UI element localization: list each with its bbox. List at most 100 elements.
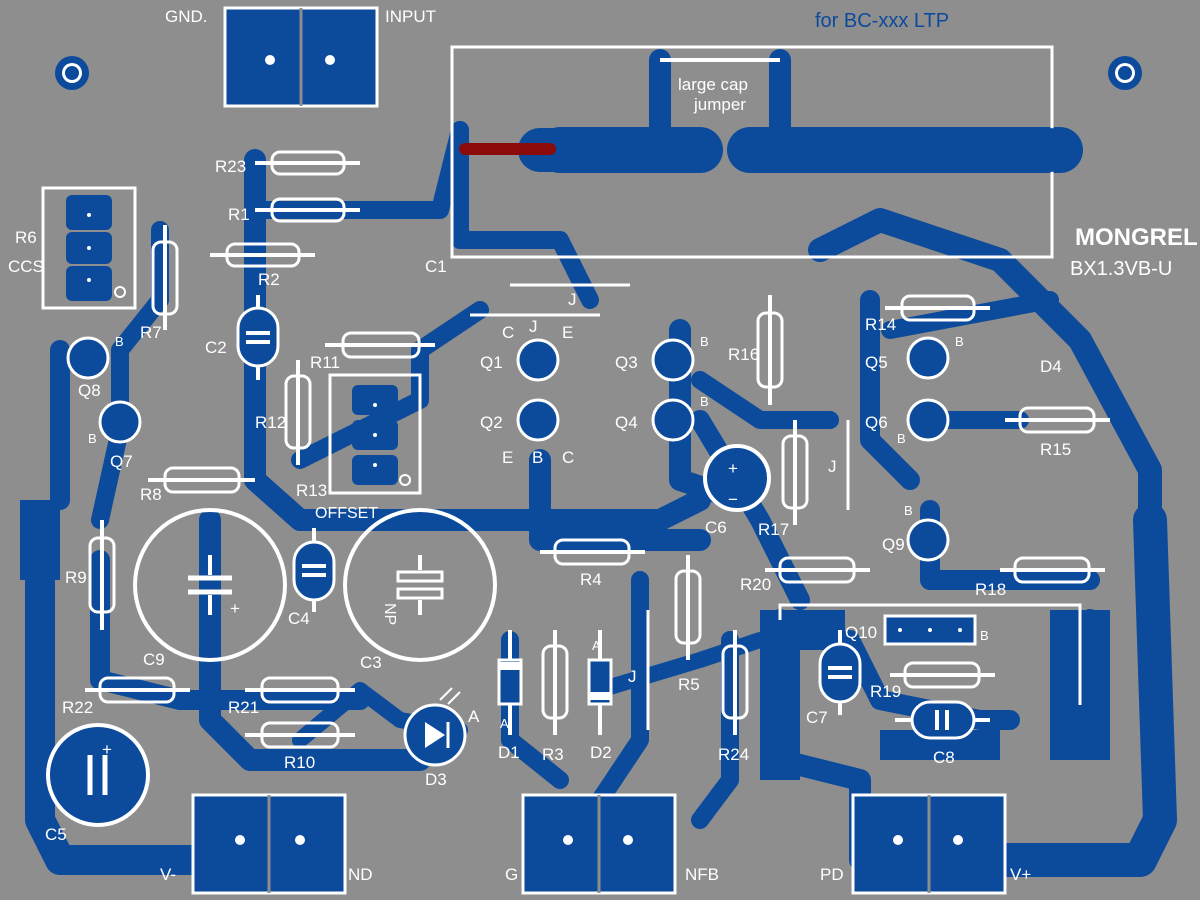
pin-jumper-j3: J	[628, 667, 637, 686]
r13-offset-trimmer	[328, 373, 422, 495]
pin-d1-a: A	[500, 716, 509, 731]
c2-capacitor	[236, 295, 280, 380]
label-r9: R9	[65, 568, 87, 587]
pin-q9-b: B	[904, 503, 913, 518]
pin-q6-b: B	[897, 431, 906, 446]
q9-transistor	[906, 518, 950, 562]
label-nfb: NFB	[685, 865, 719, 884]
label-r19: R19	[870, 682, 901, 701]
r12-resistor	[284, 360, 312, 465]
r22-resistor	[85, 676, 190, 704]
label-r8: R8	[140, 485, 162, 504]
r14-resistor	[885, 294, 990, 322]
label-r5: R5	[678, 675, 700, 694]
label-r6: R6	[15, 228, 37, 247]
label-d1: D1	[498, 743, 520, 762]
pin-q2-b: B	[532, 448, 543, 467]
label-c5: C5	[45, 825, 67, 844]
label-r10: R10	[284, 753, 315, 772]
c4-capacitor	[292, 528, 336, 612]
pin-q1-c: C	[502, 323, 514, 342]
pin-q1-e: E	[562, 323, 573, 342]
label-c8: C8	[933, 748, 955, 767]
pin-q7-b: B	[88, 431, 97, 446]
label-v-minus: V-	[160, 865, 176, 884]
label-v-plus: V+	[1010, 865, 1031, 884]
label-c4: C4	[288, 609, 310, 628]
label-r2: R2	[258, 270, 280, 289]
q8-transistor	[66, 336, 110, 380]
q5-transistor	[906, 336, 950, 380]
pin-jumper-j2: J	[828, 457, 837, 476]
silkscreen-labels: for BC-xxx LTP large cap jumper MONGREL …	[8, 7, 1198, 884]
label-d3: D3	[425, 770, 447, 789]
pin-q5-b: B	[955, 334, 964, 349]
label-gnd-bottom: ND	[348, 865, 373, 884]
r21-resistor	[245, 676, 355, 704]
label-c3-np: NP	[381, 603, 398, 625]
r5-resistor	[674, 555, 702, 660]
label-r6-ccs: CCS	[8, 257, 44, 276]
jumper-links	[470, 283, 850, 730]
label-g: G	[505, 865, 518, 884]
thermal-bracket	[778, 603, 1082, 705]
jumper-note-1: large cap	[678, 75, 748, 94]
label-d2: D2	[590, 743, 612, 762]
r23-resistor	[255, 150, 360, 176]
label-q4: Q4	[615, 413, 638, 432]
pin-q2-c: C	[562, 448, 574, 467]
board-title: MONGREL	[1075, 224, 1198, 251]
c5-capacitor	[46, 723, 150, 827]
label-r20: R20	[740, 575, 771, 594]
label-r7: R7	[140, 323, 162, 342]
q2-transistor	[516, 398, 560, 442]
label-r21: R21	[228, 698, 259, 717]
terminal-supply-pos	[851, 793, 1007, 895]
label-q2: Q2	[480, 413, 503, 432]
pin-q2-e: E	[502, 448, 513, 467]
r3-resistor	[541, 630, 569, 735]
r1-resistor	[255, 197, 360, 223]
label-r24: R24	[718, 745, 749, 764]
r2-resistor	[210, 242, 315, 268]
label-c3: C3	[360, 653, 382, 672]
variant-note: for BC-xxx LTP	[815, 10, 949, 32]
r10-resistor	[245, 721, 355, 749]
label-q10: Q10	[845, 623, 877, 642]
d2-diode	[587, 630, 613, 735]
c7-capacitor	[818, 630, 862, 715]
terminal-input	[223, 6, 379, 108]
q10-transistor	[883, 614, 977, 646]
diode-footprints	[403, 630, 613, 767]
label-c9: C9	[143, 650, 165, 669]
pin-c5-plus: +	[102, 740, 112, 759]
label-offset: OFFSET	[315, 505, 378, 522]
c9-capacitor	[133, 508, 287, 662]
label-d4: D4	[1040, 357, 1062, 376]
label-q9: Q9	[882, 535, 905, 554]
pin-q3-b: B	[700, 334, 709, 349]
label-r3: R3	[542, 745, 564, 764]
label-q7: Q7	[110, 452, 133, 471]
label-c1: C1	[425, 257, 447, 276]
label-r15: R15	[1040, 440, 1071, 459]
q4-transistor	[651, 398, 695, 442]
terminal-supply-neg	[191, 793, 347, 895]
c6-capacitor	[703, 444, 771, 512]
resistor-footprints	[85, 150, 1110, 749]
label-q6: Q6	[865, 413, 888, 432]
mounting-holes	[55, 56, 1142, 90]
pin-top-j: J	[568, 290, 577, 309]
label-r4: R4	[580, 570, 602, 589]
pin-c9-plus: +	[230, 599, 240, 618]
label-input: INPUT	[385, 7, 436, 26]
jumper-note-2: jumper	[693, 95, 746, 114]
label-r16: R16	[728, 345, 759, 364]
pin-q8-b: B	[115, 334, 124, 349]
terminal-feedback	[521, 793, 677, 895]
label-gnd-top: GND.	[165, 7, 208, 26]
r19-resistor	[890, 661, 995, 689]
capacitor-footprints	[46, 295, 990, 827]
r17-resistor	[781, 420, 809, 525]
